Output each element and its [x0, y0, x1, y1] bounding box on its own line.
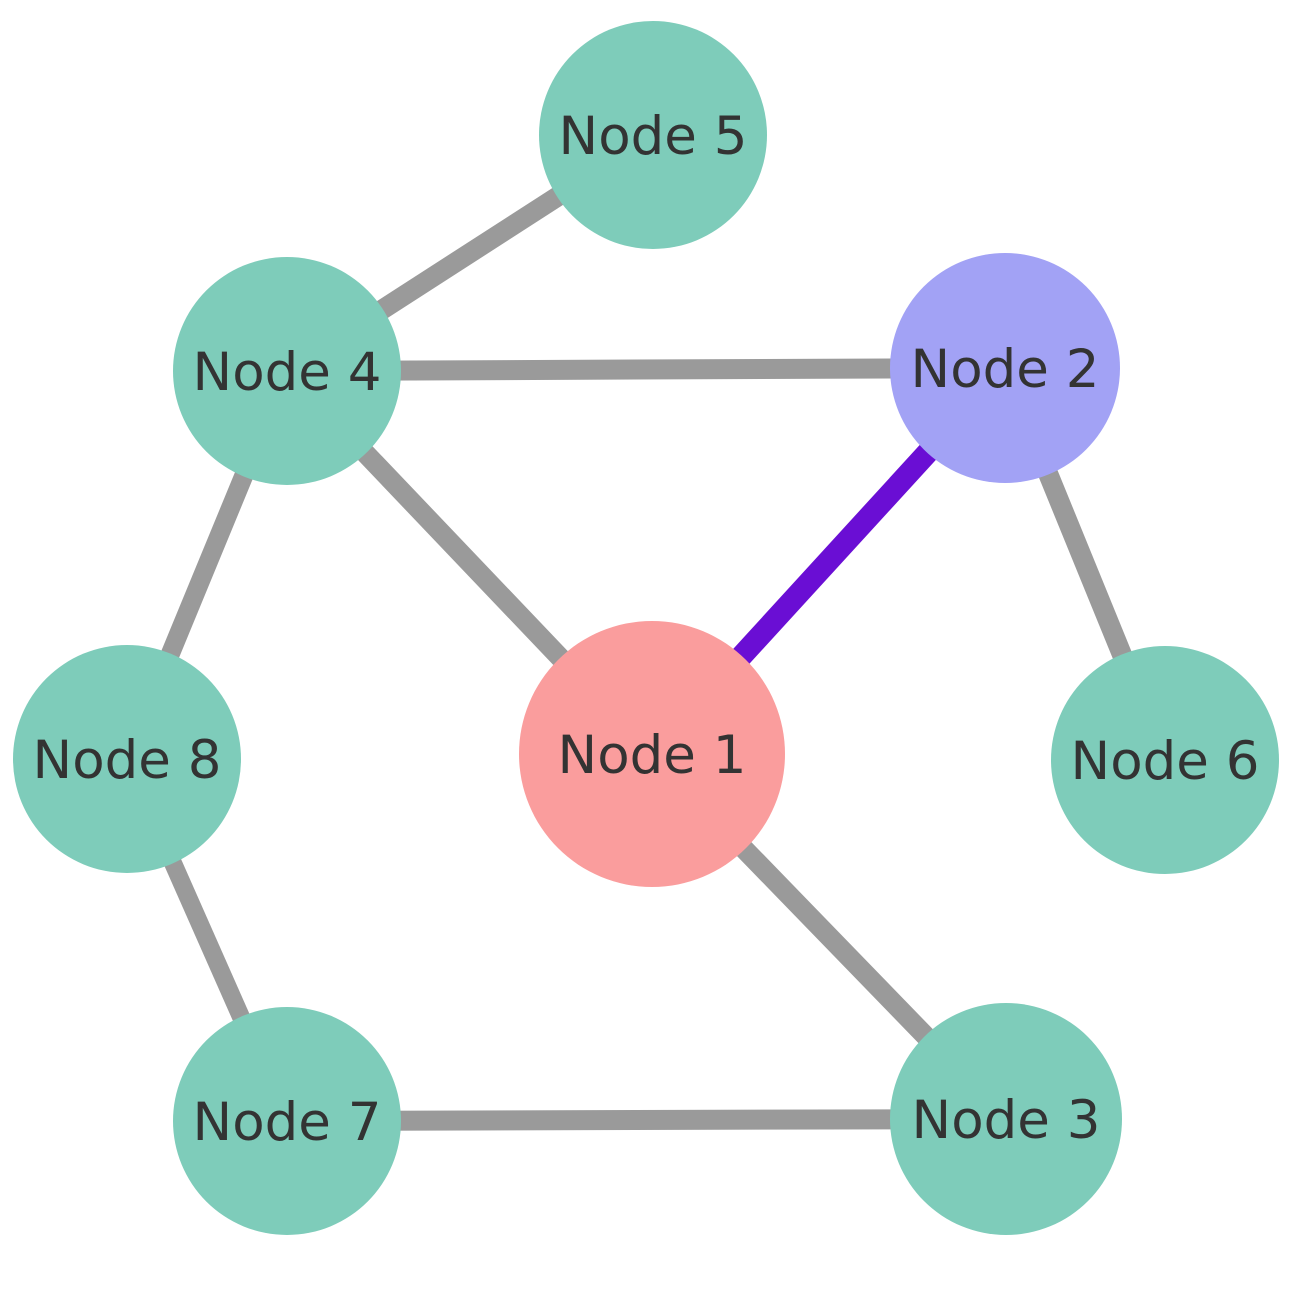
node-7-label: Node 7: [193, 1092, 382, 1153]
node-7: Node 7: [173, 1007, 401, 1235]
node-1-label: Node 1: [558, 725, 747, 786]
node-5: Node 5: [539, 21, 767, 249]
node-1: Node 1: [519, 621, 785, 887]
node-4-circle: [173, 257, 401, 485]
node-2-label: Node 2: [911, 339, 1100, 400]
node-6-label: Node 6: [1071, 731, 1260, 792]
node-2: Node 2: [890, 253, 1120, 483]
node-4: Node 4: [173, 257, 401, 485]
node-3-circle: [890, 1003, 1122, 1235]
node-6: Node 6: [1051, 646, 1279, 874]
edge-node-7-node-3: [286, 1109, 1007, 1131]
node-1-circle: [519, 621, 785, 887]
node-4-label: Node 4: [193, 342, 382, 403]
nodes-layer: Node 1 Node 2 Node 3 Node 4 Node 5 Node 6 Node…: [13, 21, 1279, 1235]
node-7-circle: [173, 1007, 401, 1235]
node-6-circle: [1051, 646, 1279, 874]
node-3-label: Node 3: [912, 1090, 1101, 1151]
edge-node-4-node-2: [286, 358, 1006, 381]
node-8-label: Node 8: [33, 730, 222, 791]
node-5-label: Node 5: [559, 106, 748, 167]
node-8-circle: [13, 645, 241, 873]
node-8: Node 8: [13, 645, 241, 873]
node-5-circle: [539, 21, 767, 249]
node-2-circle: [890, 253, 1120, 483]
node-3: Node 3: [890, 1003, 1122, 1235]
